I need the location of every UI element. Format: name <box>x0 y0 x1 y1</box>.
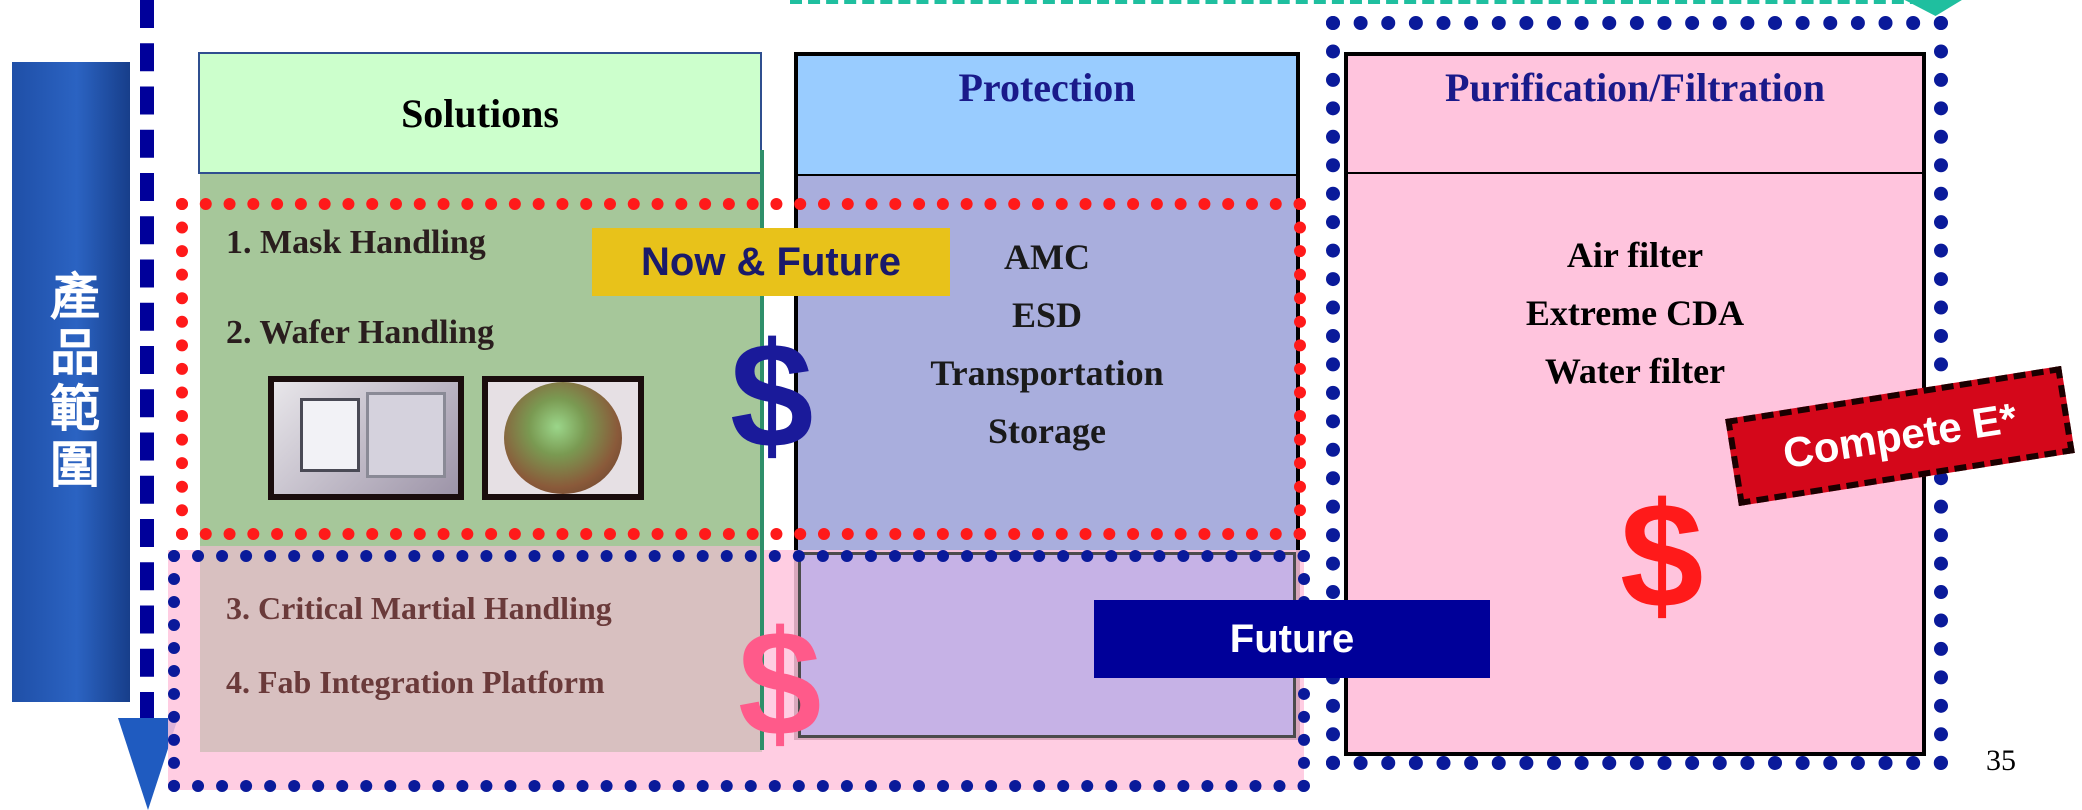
purification-scope-outline <box>1326 16 1948 770</box>
solution-item-wafer-handling: 2. Wafer Handling <box>226 314 494 351</box>
solutions-column-edge <box>760 150 764 750</box>
purification-header: Purification/Filtration <box>1348 56 1922 174</box>
solutions-title: Solutions <box>401 90 559 136</box>
dollar-sign-icon: $ <box>738 599 822 767</box>
protection-title: Protection <box>958 65 1136 110</box>
purification-item: Water filter <box>1544 351 1726 391</box>
scope-label-text: 產品範圍 <box>42 270 100 494</box>
solution-item-fab-integration-platform: 4. Fab Integration Platform <box>226 664 605 700</box>
top-dashed-arrow-line <box>790 0 1940 4</box>
page-number: 35 <box>1986 744 2016 777</box>
wafer-disc-icon <box>504 382 622 494</box>
protection-items: AMC ESD Transportation Storage <box>800 228 1294 460</box>
purification-items: Air filter Extreme CDA Water filter <box>1348 226 1922 400</box>
mask-carrier-photo-detail <box>366 392 446 478</box>
solutions-future-cell <box>200 546 762 752</box>
scope-label-box: 產品範圍 <box>12 62 130 702</box>
dollar-sign-icon: $ <box>730 311 814 479</box>
protection-item: Transportation <box>930 353 1164 393</box>
protection-item: Storage <box>988 411 1106 451</box>
protection-item: ESD <box>1011 295 1083 335</box>
future-tag: Future <box>1094 600 1490 678</box>
solutions-header: Solutions <box>198 52 762 174</box>
vertical-dashed-arrow-line <box>140 0 156 720</box>
protection-header: Protection <box>798 56 1296 174</box>
now-future-tag: Now & Future <box>592 228 950 296</box>
protection-item: AMC <box>1004 237 1090 277</box>
solution-item-critical-material-handling: 3. Critical Martial Handling <box>226 590 612 626</box>
purification-item: Air filter <box>1566 235 1704 275</box>
purification-item: Extreme CDA <box>1525 293 1745 333</box>
mask-carrier-photo-detail <box>300 398 360 472</box>
dollar-sign-icon: $ <box>1620 471 1704 639</box>
solution-item-mask-handling: 1. Mask Handling <box>226 224 486 261</box>
now-future-scope-outline <box>176 198 1306 540</box>
purification-title: Purification/Filtration <box>1445 65 1825 110</box>
